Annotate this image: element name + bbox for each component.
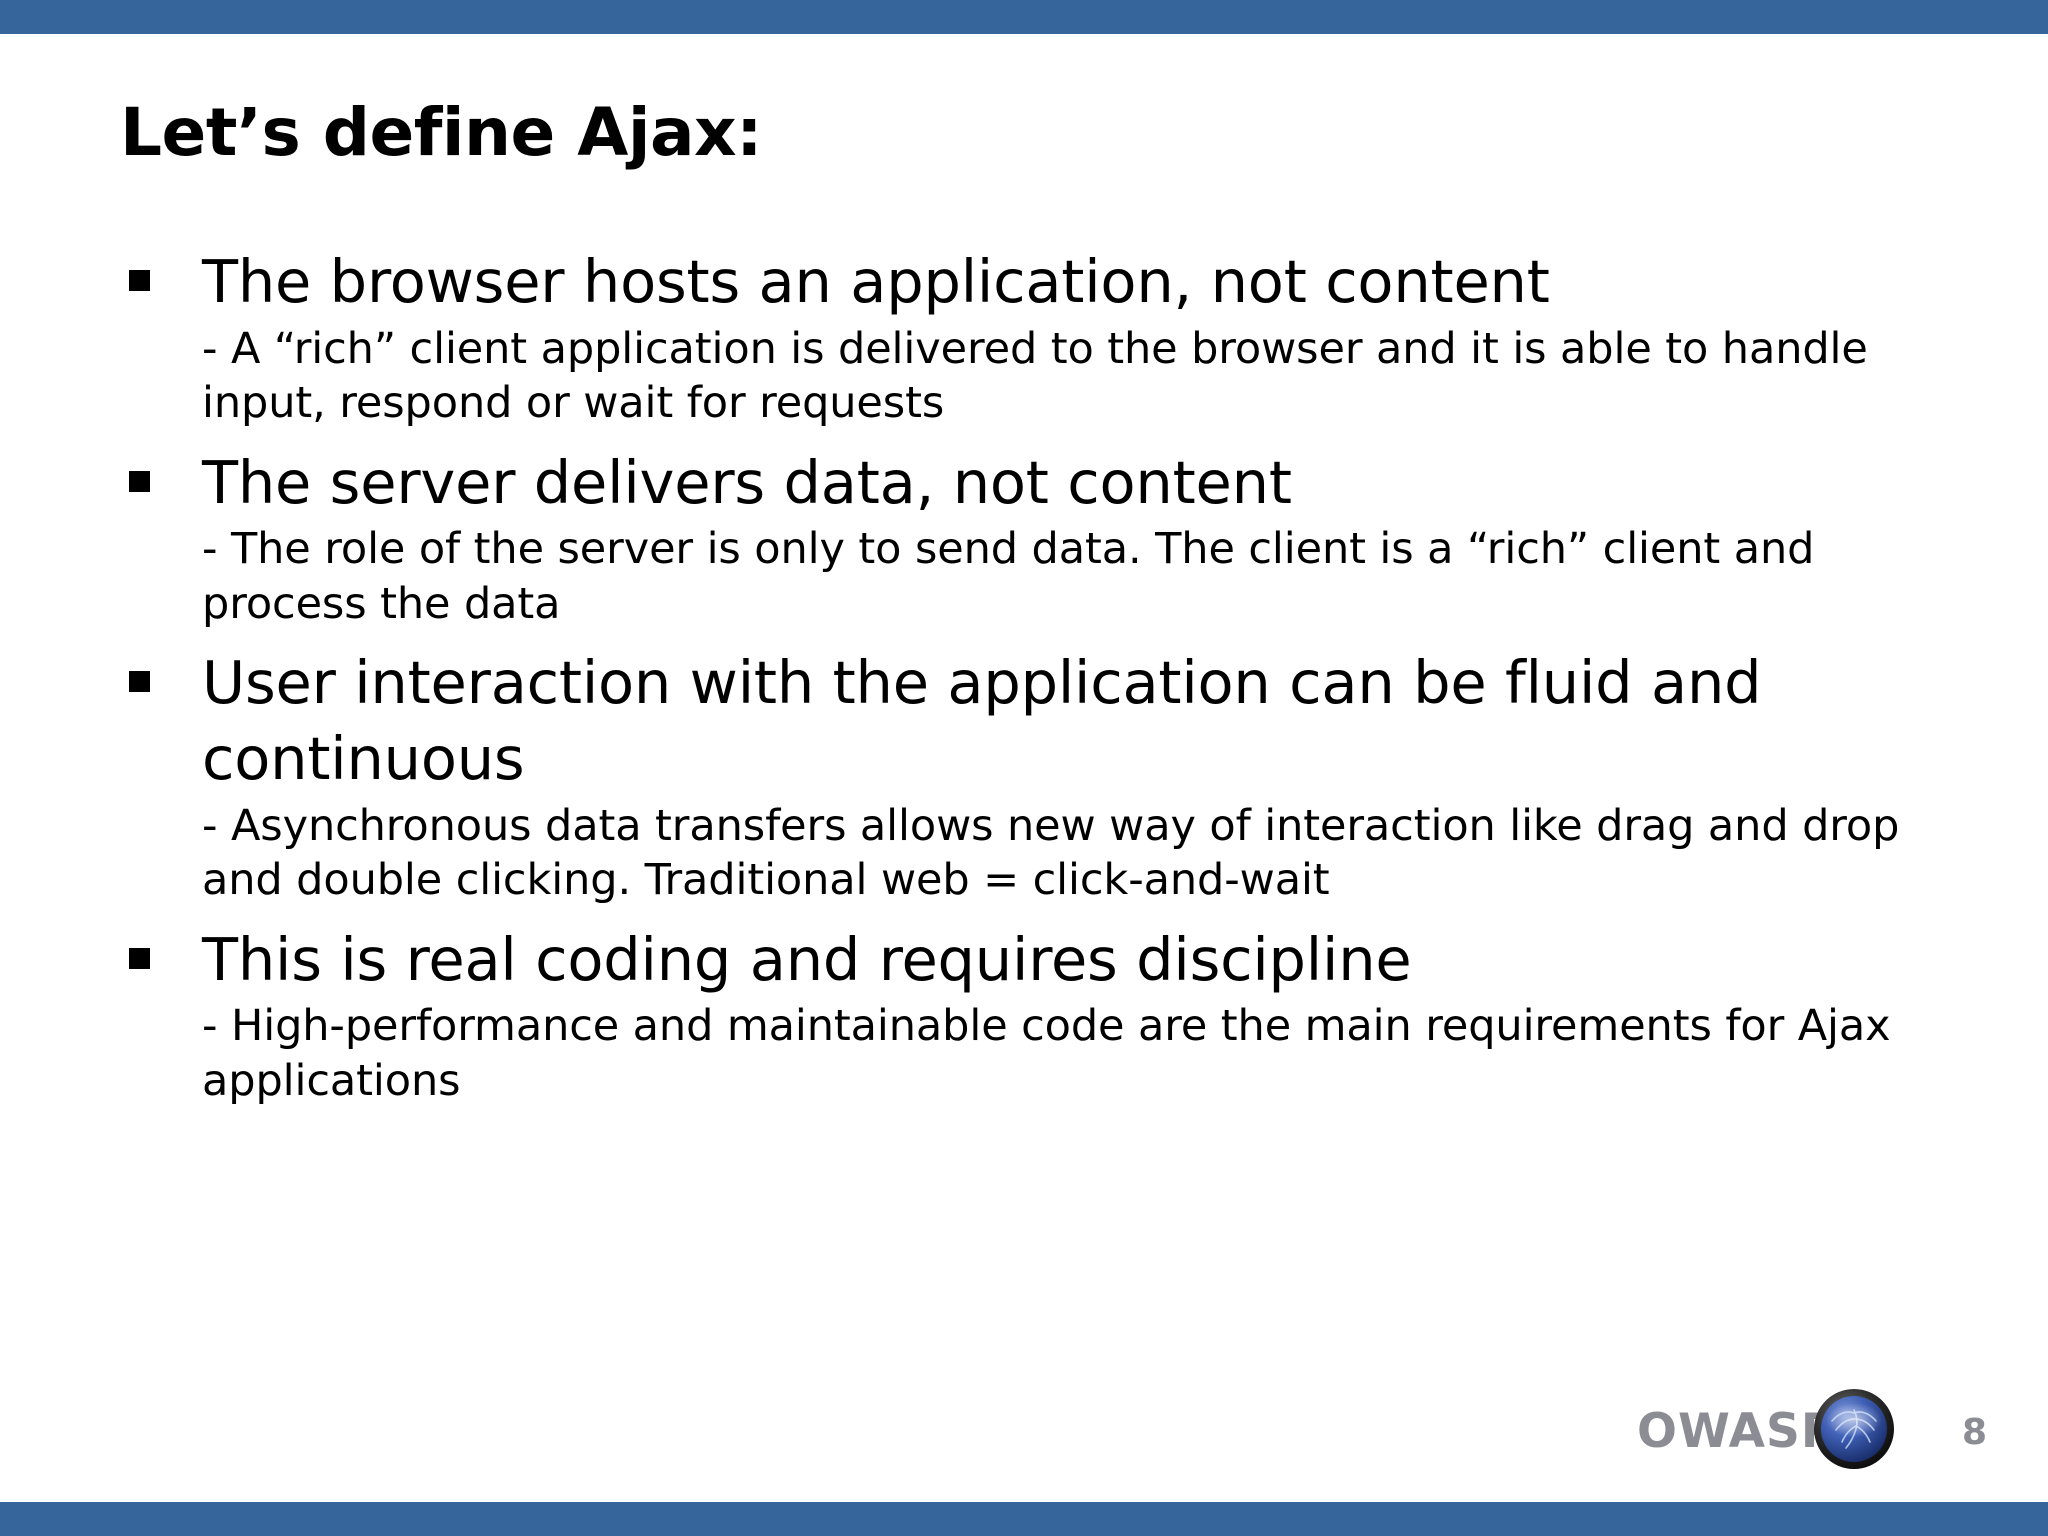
bullet-item: This is real coding and requires discipl…	[120, 922, 1950, 1109]
page-title: Let’s define Ajax:	[120, 94, 762, 171]
slide-footer: OWASP	[0, 1382, 2048, 1502]
bullet-item: User interaction with the application ca…	[120, 645, 1950, 907]
bullet-heading-row: User interaction with the application ca…	[120, 645, 1950, 796]
bullet-item: The browser hosts an application, not co…	[120, 244, 1950, 431]
bullet-heading: This is real coding and requires discipl…	[202, 924, 1412, 994]
bullet-heading-row: The browser hosts an application, not co…	[120, 244, 1950, 320]
top-accent-bar	[0, 0, 2048, 34]
bullet-detail: - A “rich” client application is deliver…	[202, 323, 1868, 429]
bullet-detail: - Asynchronous data transfers allows new…	[202, 800, 1900, 906]
bullet-heading: The server delivers data, not content	[202, 447, 1292, 517]
square-bullet-icon	[129, 671, 150, 693]
bullet-detail: - The role of the server is only to send…	[202, 524, 1815, 629]
page-number: 8	[1962, 1412, 1988, 1453]
bullet-heading-row: The server delivers data, not content	[120, 445, 1950, 521]
bottom-accent-bar	[0, 1502, 2048, 1536]
bullet-item: The server delivers data, not content - …	[120, 445, 1950, 632]
square-bullet-icon	[129, 947, 150, 969]
owasp-sphere-logo-icon	[1813, 1388, 1895, 1470]
bullet-heading: User interaction with the application ca…	[202, 648, 1762, 793]
bullet-heading-row: This is real coding and requires discipl…	[120, 922, 1950, 998]
bullet-detail: - High-performance and maintainable code…	[202, 1001, 1891, 1106]
owasp-wordmark: OWASP	[1637, 1404, 1837, 1459]
bullet-heading: The browser hosts an application, not co…	[202, 247, 1550, 316]
square-bullet-icon	[129, 470, 150, 492]
square-bullet-icon	[129, 270, 150, 291]
bullet-list: The browser hosts an application, not co…	[120, 244, 1950, 1122]
